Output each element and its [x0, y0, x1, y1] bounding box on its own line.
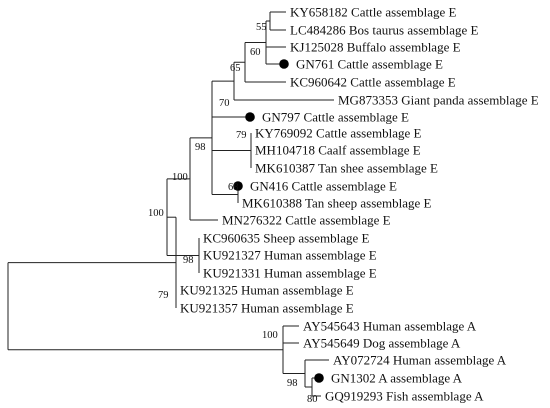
leaf-label: KU921327 Human assemblage E — [203, 248, 377, 263]
leaf-label: GN797 Cattle assemblage E — [262, 110, 409, 125]
leaf-label: LC484286 Bos taurus assemblage E — [290, 23, 479, 38]
leaf-label: GQ919293 Fish assemblage A — [325, 389, 484, 404]
leaf-label: MK610387 Tan shee assemblage E — [255, 161, 438, 176]
bootstrap-value: 79 — [158, 290, 169, 301]
sample-markers — [233, 59, 324, 383]
leaf-label: GN761 Cattle assemblage E — [296, 57, 443, 72]
leaf-label: GN416 Cattle assemblage E — [250, 179, 397, 194]
leaf-label: KC960635 Sheep assemblage E — [203, 231, 370, 246]
bootstrap-value: 68 — [228, 182, 239, 193]
sample-marker — [245, 112, 255, 122]
bootstrap-value: 98 — [183, 255, 194, 266]
leaf-label: KJ125028 Buffalo assemblage E — [290, 40, 461, 55]
bootstrap-value: 100 — [172, 172, 188, 183]
bootstrap-value: 65 — [230, 63, 241, 74]
bootstrap-value: 100 — [262, 330, 278, 341]
leaf-label: KY658182 Cattle assemblage E — [290, 5, 456, 20]
leaf-label: AY072724 Human assemblage A — [333, 353, 507, 368]
leaf-label: MK610388 Tan sheep assemblage E — [242, 196, 432, 211]
bootstrap-value: 80 — [307, 394, 318, 405]
leaf-label: KU921357 Human assemblage E — [180, 301, 354, 316]
leaf-label: KY769092 Cattle assemblage E — [255, 126, 421, 141]
sample-marker — [233, 181, 243, 191]
leaf-label: MH104718 Caalf assemblage E — [255, 143, 421, 158]
leaf-label: KC960642 Cattle assemblage E — [290, 75, 456, 90]
leaf-label: GN1302 A assemblage A — [331, 371, 463, 386]
bootstrap-value: 70 — [219, 98, 230, 109]
leaf-label: KU921325 Human assemblage E — [180, 283, 354, 298]
leaf-label: MG873353 Giant panda assemblage E — [338, 93, 539, 108]
sample-marker — [279, 59, 289, 69]
bootstrap-value: 55 — [256, 22, 267, 33]
bootstrap-value: 98 — [195, 142, 206, 153]
leaf-label: MN276322 Cattle assemblage E — [222, 213, 391, 228]
leaf-label: KU921331 Human assemblage E — [203, 266, 377, 281]
leaf-label: AY545643 Human assemblage A — [303, 319, 477, 334]
bootstrap-value: 98 — [287, 378, 298, 389]
bootstrap-value: 79 — [236, 130, 247, 141]
leaf-labels: KY658182 Cattle assemblage E LC484286 Bo… — [180, 5, 539, 404]
bootstrap-value: 100 — [148, 208, 164, 219]
bootstrap-value: 60 — [250, 47, 261, 58]
leaf-label: AY545649 Dog assemblage A — [303, 336, 461, 351]
bootstrap-values: 55 60 65 70 79 68 98 100 100 98 79 100 9… — [148, 22, 318, 405]
sample-marker — [314, 373, 324, 383]
tree-branches — [7, 11, 334, 397]
